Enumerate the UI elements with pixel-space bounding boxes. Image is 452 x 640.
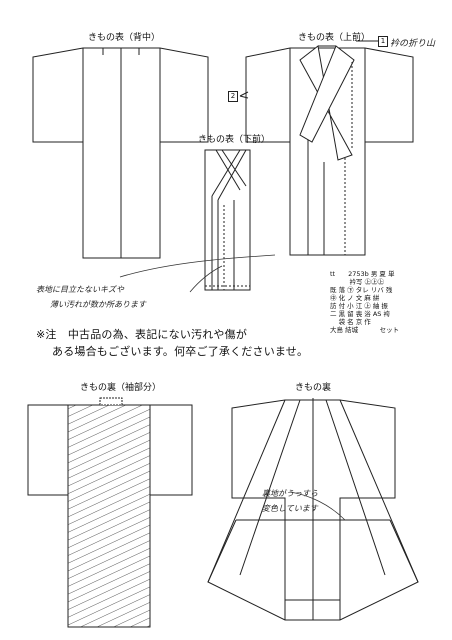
lining-note-line2: 変色しています — [262, 504, 318, 513]
label-front-upper: きもの表（上前） — [298, 33, 371, 43]
product-code-table: tt 2753b 男 夏 単 衿写 ㊤㊤㊤ 既 落 ㊦ タレ リバ 残 ㊥ 化 … — [330, 270, 448, 334]
callout-1-box: 1 — [378, 36, 388, 47]
note-leader-lines — [119, 254, 276, 293]
product-table-row: tt 2753b 男 夏 単 — [330, 270, 395, 278]
product-table-row: 衿写 ㊤㊤㊤ — [330, 278, 385, 286]
product-table-row: 袋 名 京 作 — [330, 318, 371, 326]
notice-line2: ある場合もございます。何卒ご了承くださいませ。 — [52, 345, 309, 358]
kimono-front-lower-drawing — [204, 149, 251, 291]
kimono-front-upper-drawing — [239, 40, 414, 256]
front-note-line2: 薄い汚れが数か所あります — [50, 300, 146, 309]
product-table-row: 訪 付 小 江 ㊤ 紬 振 — [330, 302, 388, 310]
product-table-row: 大島 結城 セット — [330, 326, 400, 334]
product-table-row: ㊥ 化 ノ 文 麻 絣 — [330, 294, 380, 302]
label-lining: きもの裏 — [295, 383, 332, 393]
product-table-row: 二 黒 留 喪 浴 AS 袴 — [330, 310, 390, 318]
label-front-lower: きもの表（下前） — [198, 135, 271, 145]
front-note-line1: 表地に目立たないキズや — [36, 285, 124, 294]
notice-line1: ※注 中古品の為、表記にない汚れや傷が — [36, 328, 248, 341]
product-table-row: 既 落 ㊦ タレ リバ 残 — [330, 286, 393, 294]
callout-1-text: 衿の折り山 — [390, 39, 436, 49]
kimono-lining-drawing — [207, 398, 419, 621]
lining-note-line1: 裏地がうっすら — [262, 489, 318, 498]
callout-2-box: 2 — [228, 91, 238, 102]
label-lining-sleeves: きもの裏（袖部分） — [80, 383, 162, 393]
label-back: きもの表（背中） — [88, 33, 161, 43]
kimono-lining-sleeves-drawing — [27, 397, 193, 628]
kimono-back-drawing — [32, 47, 209, 259]
